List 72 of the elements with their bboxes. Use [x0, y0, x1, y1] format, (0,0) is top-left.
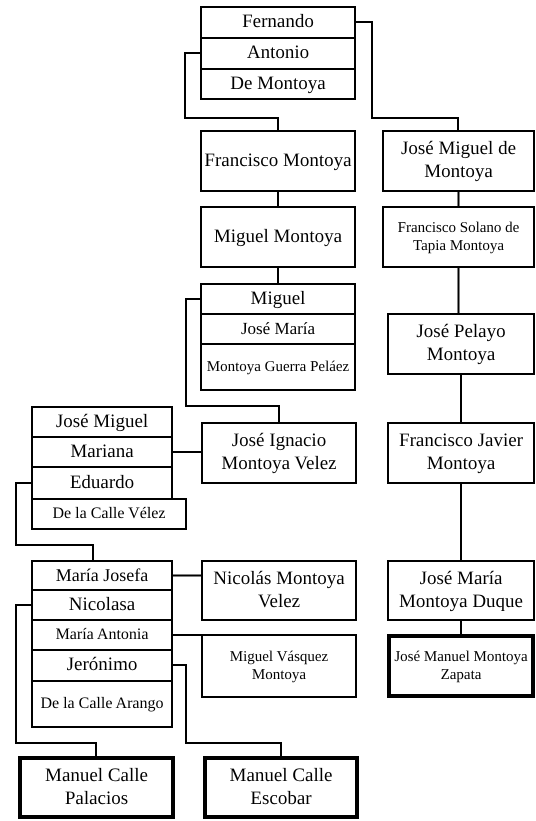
person-name: Eduardo: [70, 472, 134, 494]
person-name: De la Calle Vélez: [52, 504, 166, 524]
person-box: [31, 406, 173, 438]
person-box: [201, 422, 357, 484]
person-box: [200, 6, 356, 39]
person-box: [31, 466, 173, 500]
person-name: José Miguel de Montoya: [400, 138, 518, 184]
person-name: José María: [240, 318, 316, 340]
person-name: De la Calle Arango: [40, 694, 164, 714]
connector-line: [458, 268, 460, 313]
person-box: [200, 37, 356, 70]
person-name: Nicolasa: [68, 594, 136, 616]
person-box: [387, 313, 535, 375]
person-box: [387, 422, 535, 484]
person-box: [31, 680, 173, 728]
person-name: José María Montoya Duque: [398, 568, 524, 614]
person-box: [31, 560, 173, 591]
connector-line: [173, 451, 201, 453]
person-box: [387, 560, 535, 621]
connector-line: [173, 574, 201, 576]
person-name: Miguel Vásquez Montoya: [228, 648, 330, 684]
person-name: José Pelayo Montoya: [415, 321, 507, 367]
connector-line: [277, 268, 279, 283]
connector-line: [184, 52, 279, 130]
person-box: [200, 206, 356, 268]
person-box: [201, 634, 357, 698]
person-name: Miguel: [250, 288, 306, 310]
person-box: [31, 436, 173, 468]
person-name: Fernando: [242, 11, 314, 34]
connector-line: [458, 192, 460, 206]
person-box: [201, 560, 357, 621]
connector-line: [15, 482, 94, 560]
person-box: [387, 634, 535, 698]
person-name: Jerónimo: [66, 654, 138, 677]
person-name: María Antonia: [56, 625, 148, 645]
person-name: José Manuel Montoya Zapata: [393, 648, 529, 684]
person-box: [200, 283, 356, 315]
connector-line: [15, 604, 97, 756]
person-name: Nicolás Montoya Velez: [212, 568, 346, 614]
person-name: Miguel Montoya: [214, 226, 342, 248]
person-name: José Ignacio Montoya Velez: [220, 430, 338, 476]
connector-line: [185, 298, 280, 422]
person-box: [200, 313, 356, 345]
person-box: [31, 619, 173, 651]
person-box: [382, 130, 535, 192]
person-box: [200, 68, 356, 100]
person-box: [200, 130, 356, 192]
connector-line: [460, 375, 462, 422]
person-box: [18, 756, 175, 819]
person-box: [31, 589, 173, 621]
person-name: De Montoya: [230, 72, 326, 96]
person-box: [31, 649, 173, 682]
connector-line: [356, 21, 459, 130]
connector-line: [173, 634, 201, 636]
person-name: Manuel Calle Palacios: [44, 764, 149, 810]
connector-line: [460, 484, 462, 560]
connector-line: [277, 192, 279, 206]
person-box: [31, 498, 187, 530]
connector-line: [460, 621, 462, 634]
person-name: María Josefa: [56, 564, 148, 586]
person-box: [200, 343, 356, 391]
person-box: [203, 756, 359, 819]
person-name: Montoya Guerra Peláez: [206, 358, 350, 376]
person-box: [382, 206, 535, 268]
person-name: Antonio: [246, 42, 310, 65]
person-name: José Miguel: [56, 410, 148, 434]
person-name: Francisco Montoya: [204, 150, 352, 172]
person-name: Manuel Calle Escobar: [228, 764, 334, 810]
person-name: Mariana: [70, 440, 134, 464]
person-name: Francisco Solano de Tapia Montoya: [396, 219, 520, 255]
person-name: Francisco Javier Montoya: [398, 430, 524, 476]
connector-line: [173, 664, 282, 756]
